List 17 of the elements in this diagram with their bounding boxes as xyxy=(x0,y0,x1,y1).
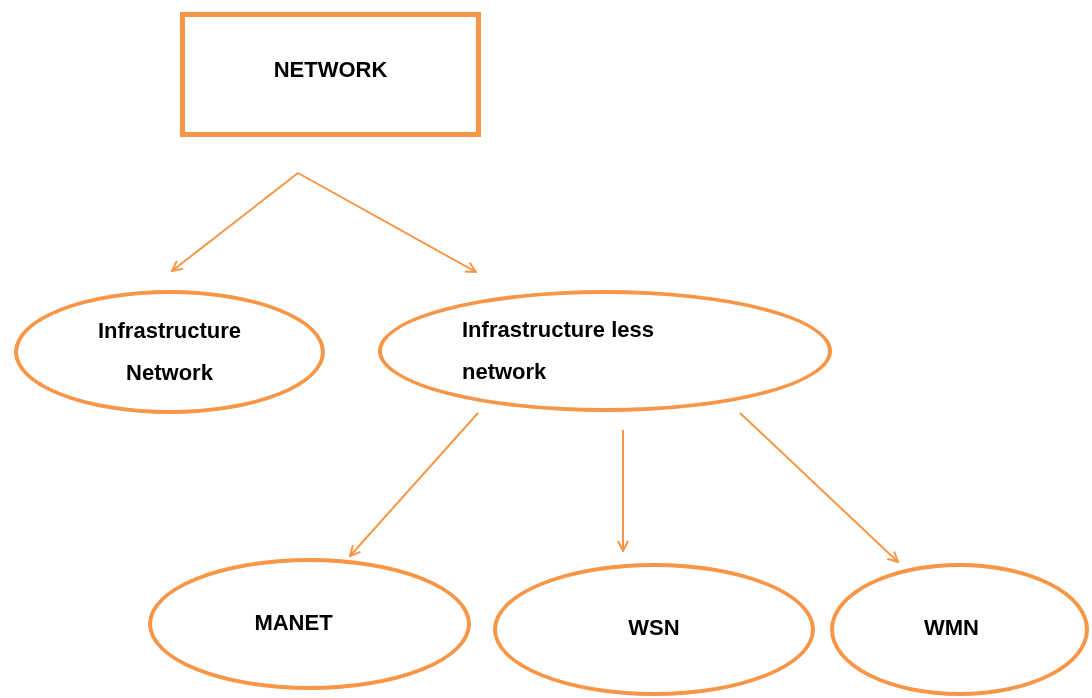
rectangle-node xyxy=(180,12,481,137)
arrow xyxy=(297,172,477,273)
node-label: WSN xyxy=(628,614,680,642)
node-label: MANET xyxy=(254,609,333,637)
arrow xyxy=(739,412,899,563)
arrow xyxy=(617,429,629,552)
ellipse-node xyxy=(378,290,832,412)
ellipse-node xyxy=(148,558,471,690)
arrow xyxy=(171,172,299,272)
ellipse-node xyxy=(493,563,815,696)
ellipse-node xyxy=(830,563,1089,696)
ellipse-node xyxy=(14,290,325,414)
node-label: Infrastructure Network xyxy=(96,317,242,387)
node-label: NETWORK xyxy=(273,56,388,84)
node-label: WMN xyxy=(924,614,979,642)
node-label: Infrastructure less network xyxy=(462,316,655,386)
arrow xyxy=(349,412,479,557)
